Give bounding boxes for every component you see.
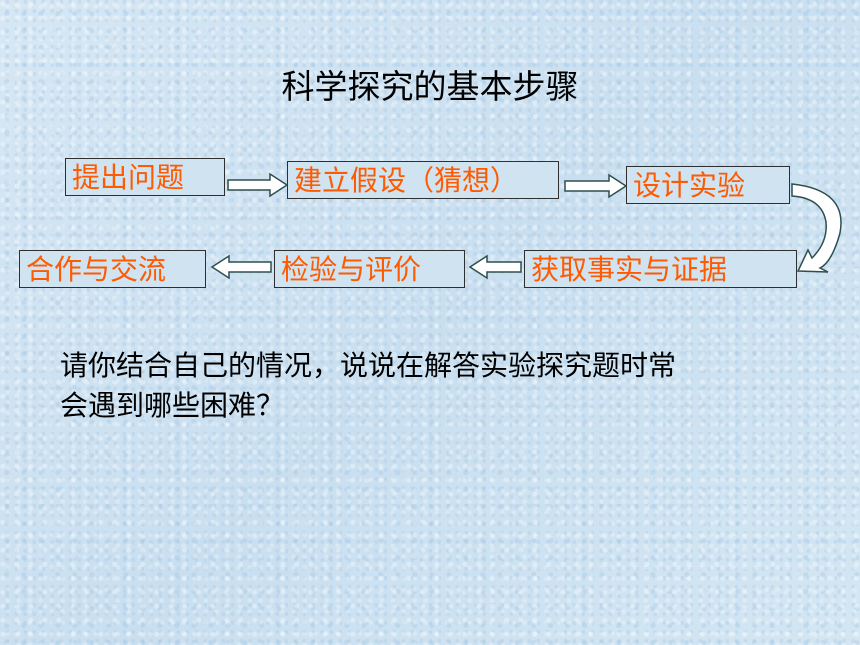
step-ask-question: 提出问题 (65, 158, 225, 196)
slide-title: 科学探究的基本步骤 (281, 67, 579, 106)
step-design-experiment: 设计实验 (626, 166, 790, 204)
question-line-2: 会遇到哪些困难？ (60, 389, 285, 422)
step-collect-evidence: 获取事实与证据 (524, 250, 797, 288)
curved-arrow-icon (791, 183, 842, 273)
step-hypothesis: 建立假设（猜想） (287, 161, 559, 199)
question-line-1: 请你结合自己的情况，说说在解答实验探究题时常 (60, 349, 677, 382)
arrow-left-icon (468, 254, 522, 280)
step-communicate: 合作与交流 (19, 250, 206, 288)
step-evaluate: 检验与评价 (274, 250, 465, 288)
arrow-right-icon (227, 172, 289, 198)
arrow-right-icon (564, 173, 628, 199)
discussion-question: 请你结合自己的情况，说说在解答实验探究题时常 会遇到哪些困难？ (60, 346, 820, 426)
arrow-left-icon (210, 254, 272, 280)
